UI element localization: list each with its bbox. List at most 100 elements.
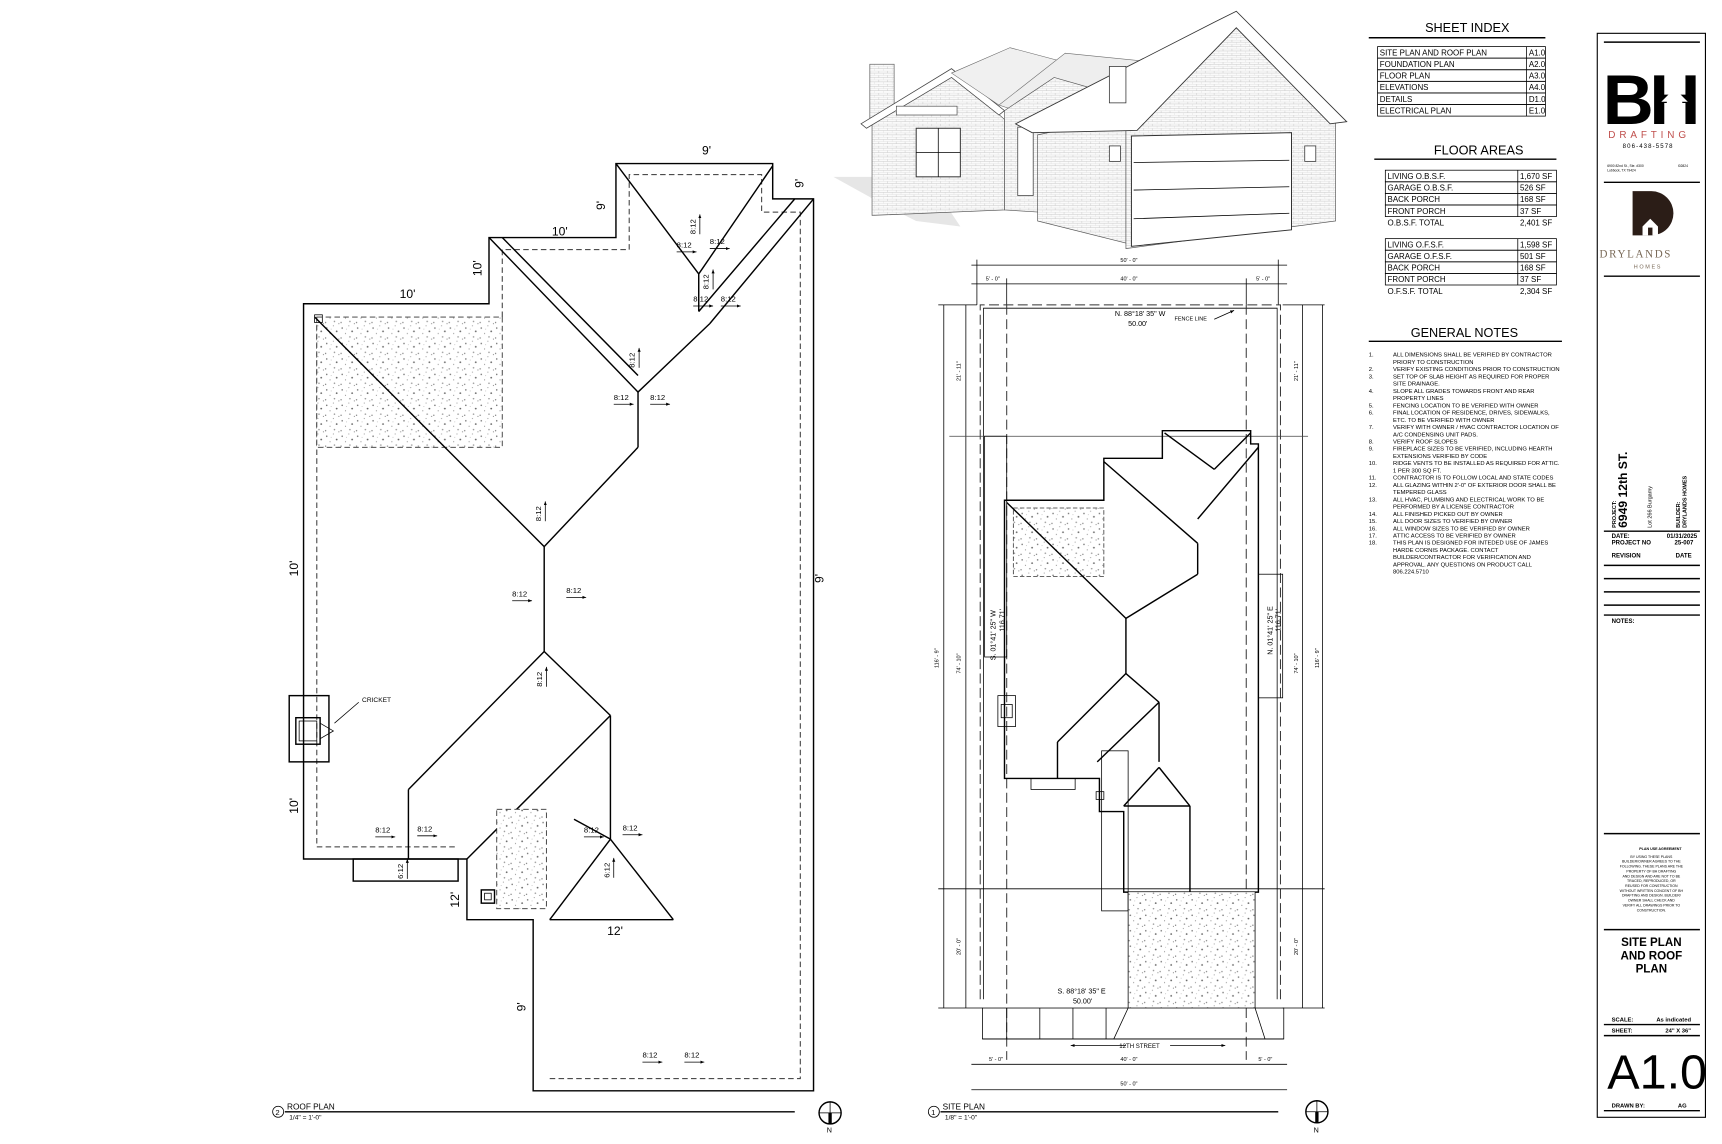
agreement-line: DRAFTING AND DESIGN. BUILDER/: [1622, 894, 1681, 898]
note-text: PROPERTY LINES: [1393, 396, 1444, 402]
note-text: THIS PLAN IS DESIGNED FOR INTEDED USE OF…: [1393, 541, 1548, 547]
roof-slope-label: 8:12: [642, 1051, 657, 1060]
note-text: RIDGE VENTS TO BE INSTALLED AS REQUIRED …: [1393, 461, 1560, 467]
general-notes: GENERAL NOTES 1.ALL DIMENSIONS SHALL BE …: [1368, 326, 1562, 576]
sheet-id: A3.0: [1529, 72, 1546, 81]
sheet-id: D1.0: [1529, 95, 1546, 104]
roof-slope-label: 8:12: [684, 1051, 699, 1060]
note-text: ALL HVAC, PLUMBING AND ELECTRICAL WORK T…: [1393, 497, 1544, 503]
builder-logo-sub: HOMES: [1634, 264, 1662, 270]
roof-plan-number: 2: [275, 1108, 279, 1117]
date-value: 01/31/2025: [1667, 534, 1698, 540]
area-name: GARAGE O.F.S.F.: [1388, 252, 1452, 261]
roof-dimension: 10': [470, 260, 484, 276]
sheet-name: ELEVATIONS: [1380, 83, 1429, 92]
sheet-name: ELECTRICAL PLAN: [1380, 106, 1452, 115]
area-name: BACK PORCH: [1388, 264, 1441, 273]
note-text: A/C CONDENSING UNIT PADS.: [1393, 432, 1478, 438]
agreement-line: PROPERTY OF BH DRAFTING: [1626, 869, 1676, 873]
note-number: 16.: [1369, 526, 1377, 532]
sheet-id: A4.0: [1529, 83, 1546, 92]
sheet-id: E1.0: [1529, 106, 1546, 115]
sheet-id: A2.0: [1529, 60, 1546, 69]
roof-plan: CRICKET 9'9'9'10'10'10'10'9'10'12'12'9' …: [272, 144, 842, 1135]
note-text: PERFORMED BY A LICENSE CONTRACTOR: [1393, 505, 1514, 511]
area-value: 168 SF: [1520, 264, 1546, 273]
agreement-line: TRACED, REPRODUCED, OR: [1627, 879, 1676, 883]
area-name: LIVING O.B.S.F.: [1388, 172, 1446, 181]
sheet-value: 24" X 36": [1665, 1028, 1691, 1034]
roof-slope-label: 8:12: [375, 826, 390, 835]
dim-side-left-top: 5' - 0": [986, 277, 1000, 283]
area-total-label: O.F.S.F. TOTAL: [1388, 287, 1444, 296]
area-value: 1,670 SF: [1520, 172, 1552, 181]
builder-logo-name: DRYLANDS: [1599, 248, 1672, 260]
sheet-label: SHEET:: [1612, 1028, 1633, 1034]
site-plan-scale: 1/8" = 1'-0": [945, 1115, 978, 1122]
general-note: 17.ATTIC ACCESS TO BE VERIFIED BY OWNER: [1369, 534, 1516, 540]
note-number: 9.: [1369, 447, 1374, 453]
roof-slope-label: 8:12: [693, 295, 708, 304]
project-lot: Lot 266 Burgamy: [1647, 486, 1653, 528]
roof-slope-label: 8:12: [688, 219, 697, 234]
revision-label: REVISION: [1612, 554, 1641, 560]
dim-buildable-top: 40' - 0": [1120, 277, 1137, 283]
dim-rear-right: 21' - 11": [1294, 361, 1300, 381]
note-number: 18.: [1369, 541, 1377, 547]
firm-code: I02824: [1678, 164, 1688, 168]
roof-slope-label: 8:12: [710, 237, 725, 246]
note-text: TEMPERED GLASS: [1393, 490, 1447, 496]
firm-address-2: Lubbock, TX 79424: [1607, 168, 1636, 172]
area-value: 37 SF: [1520, 275, 1541, 284]
note-number: 15.: [1369, 519, 1377, 525]
roof-slope-label: 8:12: [677, 240, 692, 249]
note-number: 6.: [1369, 411, 1374, 417]
sheet-index-row: ELEVATIONS A4.0: [1377, 80, 1546, 94]
general-note: 18. THIS PLAN IS DESIGNED FOR INTEDED USE…: [1369, 541, 1549, 576]
drawn-by-value: AG: [1678, 1103, 1687, 1109]
area-name: GARAGE O.B.S.F.: [1388, 184, 1454, 193]
roof-slope-label: 8:12: [534, 506, 543, 521]
roof-plan-scale: 1/4" = 1'-0": [289, 1115, 322, 1122]
sheet-name: SITE PLAN AND ROOF PLAN: [1380, 48, 1487, 57]
note-text: FIREPLACE SIZES TO BE VERIFIED, INCLUDIN…: [1393, 447, 1552, 453]
sheet-name: FLOOR PLAN: [1380, 72, 1431, 81]
roof-slope-label: 8:12: [702, 274, 711, 289]
sheet-id: A1.0: [1529, 48, 1546, 57]
roof-dimension: 9': [514, 1002, 528, 1011]
fence-line-label: FENCE LINE: [1174, 316, 1207, 322]
left-distance: 116.71': [999, 609, 1007, 632]
right-distance: 116.71': [1274, 609, 1282, 632]
chimney: [288, 694, 360, 763]
roof-dimension: 10': [287, 798, 301, 814]
dim-front-right: 20' - 0": [1294, 938, 1300, 955]
agreement-title: PLAN USE AGREEMENT: [1639, 847, 1682, 851]
area-name: LIVING O.F.S.F.: [1388, 240, 1444, 249]
site-plan-title: SITE PLAN: [943, 1103, 985, 1112]
bottom-bearing: S. 88°18' 35" E: [1057, 988, 1105, 996]
general-note: 5.FENCING LOCATION TO BE VERIFIED WITH O…: [1369, 403, 1539, 409]
roof-dimension: 9': [812, 574, 826, 583]
area-total-value: 2,401 SF: [1520, 218, 1552, 227]
drylands-logo: DRYLANDS HOMES: [1599, 191, 1674, 270]
note-text: VERIFY WITH OWNER / HVAC CONTRACTOR LOCA…: [1393, 425, 1559, 431]
general-note: 6.FINAL LOCATION OF RESIDENCE, DRIVES, S…: [1369, 411, 1550, 424]
area-value: 168 SF: [1520, 195, 1546, 204]
note-text: VERIFY EXISTING CONDITIONS PRIOR TO CONS…: [1393, 367, 1560, 373]
roof-slope-label: 8:12: [628, 353, 637, 368]
sidewalk: [982, 1007, 1285, 1040]
site-north-label: N: [1314, 1127, 1319, 1135]
roof-slope-label: 8:12: [623, 823, 638, 832]
site-plan: 50' - 0" 5' - 0" 40' - 0" 5' - 0" N. 88°…: [927, 258, 1329, 1135]
builder-label: BUILDER:: [1676, 501, 1682, 527]
top-bearing: N. 88°18' 35" W: [1115, 310, 1166, 318]
roof-dimension: 10': [552, 224, 568, 238]
dim-lot-width-top: 50' - 0": [1120, 258, 1137, 264]
date-label: DATE:: [1612, 534, 1630, 540]
roof-dimension: 10': [287, 561, 301, 577]
note-text: ALL DOOR SIZES TO VERIFIED BY OWNER: [1393, 519, 1512, 525]
sheet-index-row: SITE PLAN AND ROOF PLAN A1.0: [1377, 46, 1546, 59]
dim-house-left: 74' - 10": [956, 653, 962, 673]
dim-side-left-bottom: 5' - 0": [989, 1057, 1003, 1063]
area-value: 526 SF: [1520, 184, 1546, 193]
